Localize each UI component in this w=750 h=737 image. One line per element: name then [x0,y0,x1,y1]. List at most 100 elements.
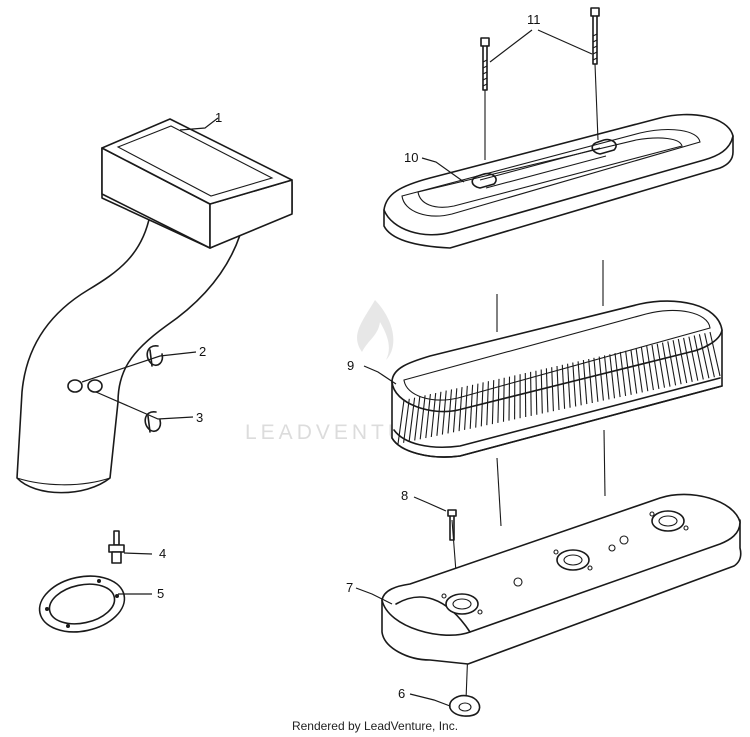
filter-pleat [688,336,699,381]
base-port-1 [445,593,479,615]
filter-pleat [425,394,431,439]
cover-boss-right [591,138,617,155]
filter-pleat [698,334,710,379]
callout-6: 6 [398,686,405,701]
callout-4: 4 [159,546,166,561]
filter-pleat [530,371,532,416]
filter-pleat [403,398,410,443]
filter-pleat [397,399,405,445]
filter-pleat [709,331,721,377]
duct-box-opening [116,125,274,197]
filter-pleat [683,337,693,383]
callout-2: 2 [199,344,206,359]
part-air-filter [391,300,723,458]
filter-pleat [593,357,599,402]
duct-box-top [101,118,293,205]
grommet-left [67,379,83,393]
filter-pleat [447,389,453,434]
filter-pleat [677,338,688,384]
part-screw [447,509,457,541]
part-grommets [67,379,103,393]
callout-1: 1 [215,110,222,125]
filter-inner-frame [403,309,711,401]
filter-pleat [572,362,577,407]
filter-pleat [661,342,671,387]
filter-pleat [497,378,500,423]
filter-pleat [630,349,638,394]
cover-top [383,113,734,236]
part-intake-duct [16,118,293,494]
filter-pleat [704,333,715,378]
filter-pleat [619,351,627,396]
filter-pleat [430,392,437,438]
filter-pleat [672,340,682,385]
filter-pleat [535,370,538,415]
part-long-bolts [480,7,600,160]
filter-pleat [656,343,666,388]
grommet-right [87,379,103,393]
part-flange-gasket [448,694,481,717]
filter-top-frame [391,300,723,413]
filter-pleat [540,369,543,414]
filter-pleat [603,355,610,400]
filter-pleat [577,361,582,406]
duct-outlet-rim [16,477,111,486]
callout-7: 7 [346,580,353,595]
callout-11: 11 [527,12,541,27]
cover-rim-outer [401,129,701,217]
base-port-2 [556,549,590,571]
filter-pleat [475,383,479,428]
leader-lines [81,29,593,707]
cover-boss-left [471,172,497,189]
filter-pleat [508,376,511,421]
filter-pleat [458,387,463,432]
callout-5: 5 [157,586,164,601]
filter-bottom-frame [391,385,723,458]
callout-10: 10 [404,150,418,165]
filter-pleat [582,360,588,405]
filter-pleat [693,335,704,380]
flame-logo-icon [357,300,394,360]
filter-pleat [561,364,566,409]
filter-pleat [545,368,549,413]
part-airbox-cover [383,113,734,249]
callout-labels: 1 2 3 4 5 6 7 8 9 10 11 [157,12,541,701]
filter-pleat [614,353,621,398]
filter-pleat [556,365,560,411]
filter-pleat [651,344,660,389]
filter-pleat [640,347,649,392]
callout-3: 3 [196,410,203,425]
filter-pleat [436,391,442,436]
filter-pleat [609,354,616,399]
base-raised-lip [395,596,471,633]
filter-pleat [635,348,643,393]
part-clip-upper [146,345,164,367]
filter-pleat [452,388,458,433]
filter-pleat [625,350,632,395]
duct-tube [16,214,241,494]
filter-pleat [408,397,416,442]
filter-pleat [567,363,571,408]
filter-pleat [667,341,677,386]
filter-pleat [469,384,474,429]
filter-pleat [502,377,505,422]
filter-pleat [480,382,484,427]
part-clip-lower [144,411,162,433]
filter-pleat [588,358,593,404]
callout-9: 9 [347,358,354,373]
part-push-rivet [108,530,125,564]
filter-pleat [486,381,489,426]
filter-pleat [646,346,654,391]
base-port-3 [651,510,685,532]
filter-pleat [419,395,426,440]
filter-pleat [464,385,468,430]
filter-pleat [551,367,554,412]
filter-pleat [414,396,421,441]
part-ring-gasket [38,575,126,633]
filter-pleat [491,380,495,425]
filter-pleat [441,390,447,435]
filter-pleat [598,356,604,401]
footer-credit: Rendered by LeadVenture, Inc. [291,719,459,733]
